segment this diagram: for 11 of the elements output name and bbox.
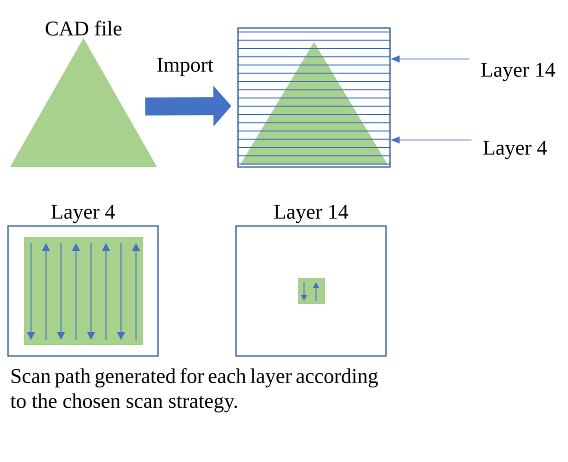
caption: Scan path generated for each layer according to the chosen scan strategy.: [10, 368, 378, 412]
triangle-model: CAD file: [10, 20, 157, 167]
sliced-model-drawing: [237, 27, 391, 168]
node-label: CAD file: [46, 20, 122, 36]
layer-label: Layer 14: [481, 62, 556, 82]
node-label: Layer 4: [51, 204, 115, 224]
node-label: Layer 14: [274, 204, 348, 224]
layer-label: Layer 4: [483, 140, 547, 160]
edge-label: Import: [157, 58, 214, 76]
scan-path-drawing: Layer 14: [235, 204, 387, 357]
scan-path-drawing: Layer 4: [7, 204, 159, 357]
